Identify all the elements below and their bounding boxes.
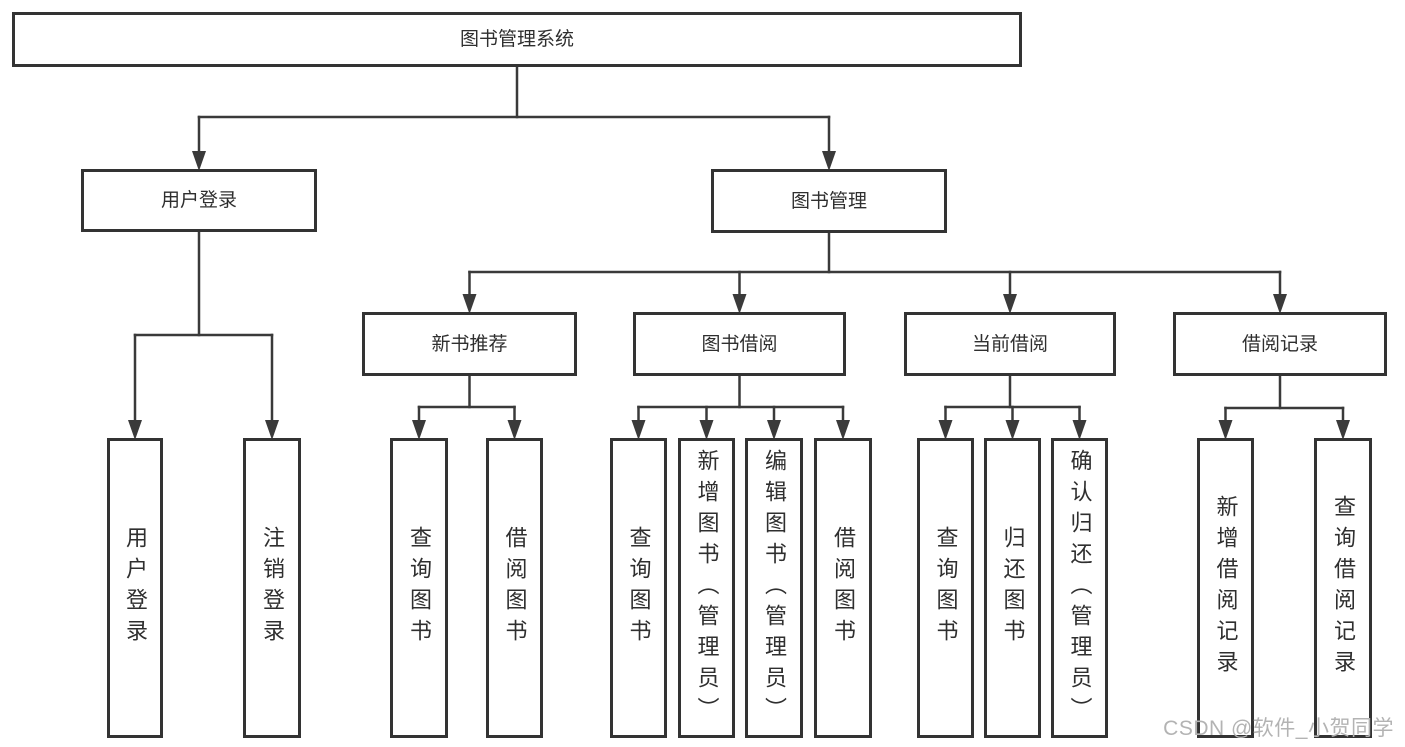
node-leaf-br-query: 查询借阅记录 bbox=[1314, 438, 1372, 738]
node-label: 借阅记录 bbox=[1241, 333, 1318, 355]
node-label: 图书管理系统 bbox=[459, 29, 574, 50]
node-borrow-records: 借阅记录 bbox=[1173, 312, 1387, 376]
node-label: 用户登录 bbox=[123, 526, 148, 650]
node-label: 图书管理 bbox=[790, 190, 867, 212]
node-leaf-rec-borrow: 借阅图书 bbox=[486, 438, 543, 738]
node-label: 查询借阅记录 bbox=[1331, 495, 1356, 681]
node-label: 当前借阅 bbox=[971, 333, 1048, 355]
node-leaf-cb-confirm: 确认归还（管理员） bbox=[1051, 438, 1108, 738]
node-root: 图书管理系统 bbox=[12, 12, 1022, 67]
node-leaf-cb-query: 查询图书 bbox=[917, 438, 974, 738]
node-label: 确认归还（管理员） bbox=[1067, 448, 1093, 728]
node-book-borrow: 图书借阅 bbox=[633, 312, 846, 376]
node-label: 查询图书 bbox=[407, 526, 432, 650]
node-current-borrow: 当前借阅 bbox=[904, 312, 1116, 376]
node-label: 借阅图书 bbox=[831, 526, 856, 650]
node-label: 编辑图书（管理员） bbox=[762, 448, 787, 728]
node-label: 用户登录 bbox=[160, 190, 237, 211]
node-label: 新增图书（管理员） bbox=[694, 448, 720, 728]
node-label: 借阅图书 bbox=[502, 526, 528, 650]
node-leaf-bb-add: 新增图书（管理员） bbox=[678, 438, 735, 738]
node-leaf-br-add: 新增借阅记录 bbox=[1197, 438, 1254, 738]
node-label: 查询图书 bbox=[626, 526, 652, 650]
node-label: 归还图书 bbox=[1000, 526, 1026, 650]
node-leaf-logout: 注销登录 bbox=[243, 438, 301, 738]
node-leaf-rec-query: 查询图书 bbox=[390, 438, 448, 738]
node-new-book-rec: 新书推荐 bbox=[362, 312, 577, 376]
node-label: 新书推荐 bbox=[431, 333, 508, 355]
node-leaf-bb-edit: 编辑图书（管理员） bbox=[745, 438, 803, 738]
node-label: 注销登录 bbox=[260, 526, 285, 650]
node-book-mgmt: 图书管理 bbox=[711, 169, 947, 233]
node-leaf-user-login: 用户登录 bbox=[107, 438, 163, 738]
node-label: 图书借阅 bbox=[701, 333, 778, 355]
node-label: 新增借阅记录 bbox=[1213, 495, 1239, 681]
watermark: CSDN @软件_小贺同学 bbox=[1163, 717, 1394, 740]
node-label: 查询图书 bbox=[933, 526, 959, 650]
node-leaf-bb-query: 查询图书 bbox=[610, 438, 667, 738]
node-user-login: 用户登录 bbox=[81, 169, 317, 232]
node-leaf-cb-return: 归还图书 bbox=[984, 438, 1041, 738]
node-leaf-bb-borrow: 借阅图书 bbox=[814, 438, 872, 738]
